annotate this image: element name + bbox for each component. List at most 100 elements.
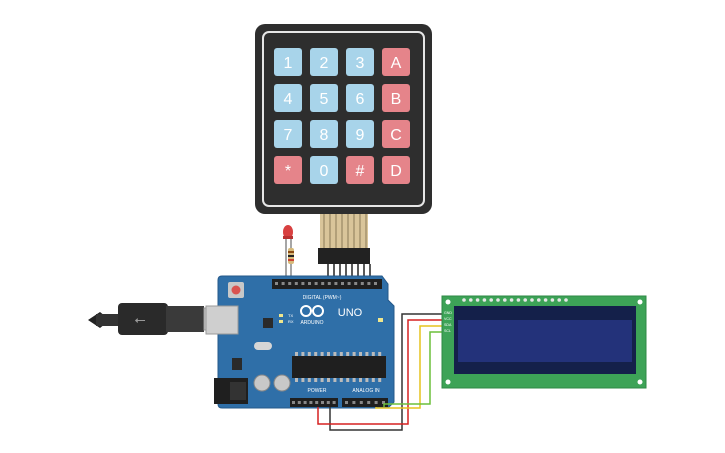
digital-header-label: DIGITAL (PWM~) <box>303 295 342 301</box>
chip-leg <box>365 352 369 356</box>
red-led[interactable] <box>283 225 293 282</box>
keypad-ribbon-cable <box>318 214 370 264</box>
digital-pin[interactable] <box>294 282 298 285</box>
chip-leg <box>320 352 324 356</box>
lcd-top-pin <box>496 298 500 302</box>
analog-pin[interactable] <box>367 401 371 404</box>
keypad-border <box>262 31 425 207</box>
arduino-uno-board[interactable]: DIGITAL (PWM~) ARDUINO UNO TX RX POWER A… <box>205 275 395 409</box>
digital-pin[interactable] <box>314 282 318 285</box>
digital-pin[interactable] <box>341 282 344 285</box>
chip-leg <box>346 378 350 382</box>
power-pin[interactable] <box>332 401 336 404</box>
lcd-wires <box>317 313 442 431</box>
power-pin[interactable] <box>292 401 295 404</box>
digital-pin[interactable] <box>281 282 285 285</box>
digital-pin[interactable] <box>275 282 278 285</box>
digital-pin[interactable] <box>301 282 305 285</box>
analog-header <box>342 398 388 407</box>
arduino-brand: ARDUINO <box>300 320 323 326</box>
chip-leg <box>327 352 330 356</box>
keypad-key-7[interactable]: 7 <box>274 120 302 148</box>
lcd-screen <box>458 320 632 362</box>
digital-pin[interactable] <box>334 282 338 285</box>
lcd-top-pin <box>462 298 466 302</box>
rx-led <box>279 320 283 323</box>
chip-leg <box>365 378 369 382</box>
resistor[interactable] <box>288 246 294 282</box>
chip-leg <box>352 378 356 382</box>
power-jack-inner <box>230 382 246 400</box>
keypad-key-label: 2 <box>320 55 329 72</box>
keypad-key-label: 1 <box>284 55 293 72</box>
chip-leg <box>371 352 375 356</box>
regulator-chip <box>232 358 242 370</box>
keypad-key-label: A <box>391 55 402 72</box>
power-header <box>290 398 338 407</box>
chip-leg <box>359 378 362 382</box>
keypad-key-label: B <box>391 91 402 108</box>
keypad-key-face <box>310 84 338 112</box>
digital-pin[interactable] <box>367 282 371 285</box>
keypad-key-B[interactable]: B <box>382 84 410 112</box>
chip-leg <box>339 352 343 356</box>
digital-pin[interactable] <box>354 282 358 285</box>
digital-pin[interactable] <box>308 282 311 285</box>
power-pin[interactable] <box>326 401 330 404</box>
keypad-key-5[interactable]: 5 <box>310 84 338 112</box>
digital-pin[interactable] <box>321 282 325 285</box>
power-pin[interactable] <box>309 401 313 404</box>
keypad-key-C[interactable]: C <box>382 120 410 148</box>
analog-pin[interactable] <box>345 401 348 404</box>
keypad-key-hash[interactable]: # <box>346 156 374 184</box>
keypad-key-8[interactable]: 8 <box>310 120 338 148</box>
digital-pin[interactable] <box>327 282 331 285</box>
chip-leg <box>307 352 311 356</box>
power-pin[interactable] <box>315 401 319 404</box>
keypad-key-label: 5 <box>320 91 329 108</box>
chip-leg <box>327 378 330 382</box>
lcd-pin-sda: SDA <box>444 323 452 327</box>
digital-pin[interactable] <box>360 282 364 285</box>
lcd-mounting-holes <box>445 299 643 385</box>
reset-button-cap <box>231 285 241 295</box>
analog-pin[interactable] <box>374 401 378 404</box>
lcd-top-pin <box>530 298 534 302</box>
analog-pin[interactable] <box>359 401 363 404</box>
power-pin[interactable] <box>321 401 324 404</box>
keypad-key-4[interactable]: 4 <box>274 84 302 112</box>
keypad-key-6[interactable]: 6 <box>346 84 374 112</box>
digital-pin[interactable] <box>347 282 351 285</box>
analog-pin[interactable] <box>382 401 385 404</box>
chip-leg <box>295 352 298 356</box>
keypad-key-face <box>310 48 338 76</box>
lcd-top-pin <box>509 298 514 302</box>
keypad-key-label: # <box>356 163 365 180</box>
keypad-key-face <box>382 156 410 184</box>
keypad-key-9[interactable]: 9 <box>346 120 374 148</box>
chip-leg <box>295 378 298 382</box>
keypad-key-A[interactable]: A <box>382 48 410 76</box>
keypad-key-2[interactable]: 2 <box>310 48 338 76</box>
keypad-key-D[interactable]: D <box>382 156 410 184</box>
lcd-pin-gnd: GND <box>444 311 452 315</box>
power-pin[interactable] <box>297 401 301 404</box>
digital-pin[interactable] <box>288 282 292 285</box>
capacitor-2 <box>273 374 291 392</box>
small-chip <box>263 318 273 328</box>
keypad-key-label: 9 <box>356 127 365 144</box>
keypad-key-0[interactable]: 0 <box>310 156 338 184</box>
lcd-top-pin <box>503 298 507 302</box>
keypad-key-1[interactable]: 1 <box>274 48 302 76</box>
lcd-top-pin <box>489 298 494 302</box>
keypad-key-3[interactable]: 3 <box>346 48 374 76</box>
analog-pin[interactable] <box>352 401 356 404</box>
keypad-key-star[interactable]: * <box>274 156 302 184</box>
power-pin[interactable] <box>303 401 307 404</box>
digital-pin[interactable] <box>374 282 377 285</box>
lcd-16x2-module[interactable]: GND VCC SDA SCL <box>441 295 647 389</box>
chip-leg <box>314 352 318 356</box>
lcd-top-pin <box>550 298 555 302</box>
